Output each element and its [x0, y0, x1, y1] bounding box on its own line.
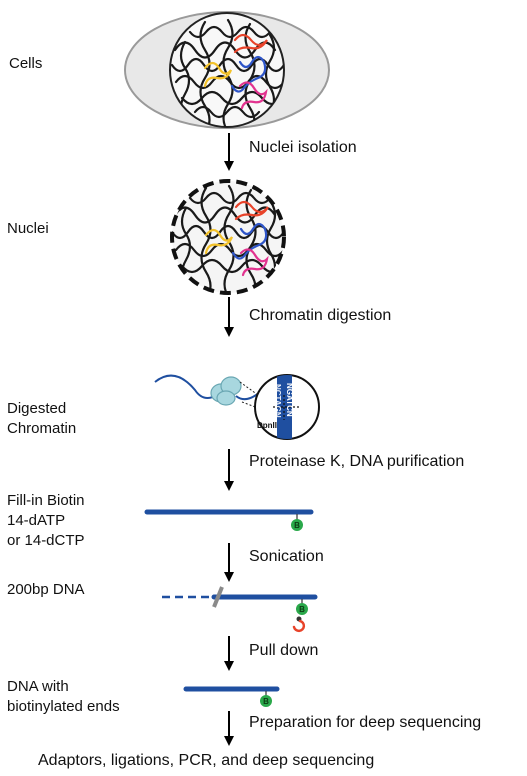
stage-label-digested-chromatin: Digested Chromatin — [7, 399, 76, 439]
nucleus-graphic — [170, 179, 286, 295]
step-label-sonication: Sonication — [249, 548, 324, 565]
step-label-nuclei-isolation: Nuclei isolation — [249, 139, 357, 156]
stage-label-line: Chromatin — [7, 420, 77, 437]
stage-label-200bp: 200bp DNA — [7, 581, 85, 598]
stage-label-fill-in: Fill-in Biotin 14-dATP or 14-dCTP — [7, 491, 85, 551]
fill-in-dna-graphic: B — [144, 509, 314, 531]
biotin-marker-label: B — [263, 697, 269, 706]
stage-label-line: biotinylated ends — [7, 698, 120, 715]
stage-label-line: 14-dATP — [7, 512, 66, 529]
step-label-proteinase-k: Proteinase K, DNA purification — [249, 453, 465, 470]
cell-graphic — [124, 11, 330, 129]
stage-label-nuclei: Nuclei — [7, 220, 49, 237]
biotin-marker-label: B — [299, 605, 305, 614]
step-label-preparation: Preparation for deep sequencing — [249, 714, 482, 731]
sonicated-dna-graphic: B — [162, 586, 318, 633]
inset-top-strand: NGATCN — [285, 383, 294, 417]
stage-label-cells: Cells — [9, 55, 43, 72]
inset-bottom-strand: NCTAGN — [273, 384, 282, 418]
biotin-marker — [296, 603, 308, 615]
nucleosome-protein — [210, 376, 242, 406]
biotin-marker — [260, 695, 272, 707]
pull-down-hook-icon — [292, 619, 306, 633]
biotinylated-dna-graphic: B — [183, 686, 280, 707]
step-label-chromatin-digestion: Chromatin digestion — [249, 307, 392, 324]
final-step-label: Adaptors, ligations, PCR, and deep seque… — [38, 752, 375, 769]
stage-label-line: DNA with — [7, 678, 69, 695]
inset-enzyme-label: DpnII — [257, 421, 277, 430]
stage-label-biotinylated: DNA with biotinylated ends — [7, 677, 120, 717]
cut-mark — [212, 586, 224, 608]
stage-label-line: Fill-in Biotin — [7, 492, 85, 509]
biotin-marker-label: B — [294, 521, 300, 530]
stage-label-line: or 14-dCTP — [7, 532, 85, 549]
step-label-pull-down: Pull down — [249, 642, 319, 659]
biotin-marker — [291, 519, 303, 531]
digested-chromatin-graphic: NGATCN NCTAGN DpnII — [154, 374, 320, 440]
stage-label-line: Digested — [7, 400, 67, 417]
